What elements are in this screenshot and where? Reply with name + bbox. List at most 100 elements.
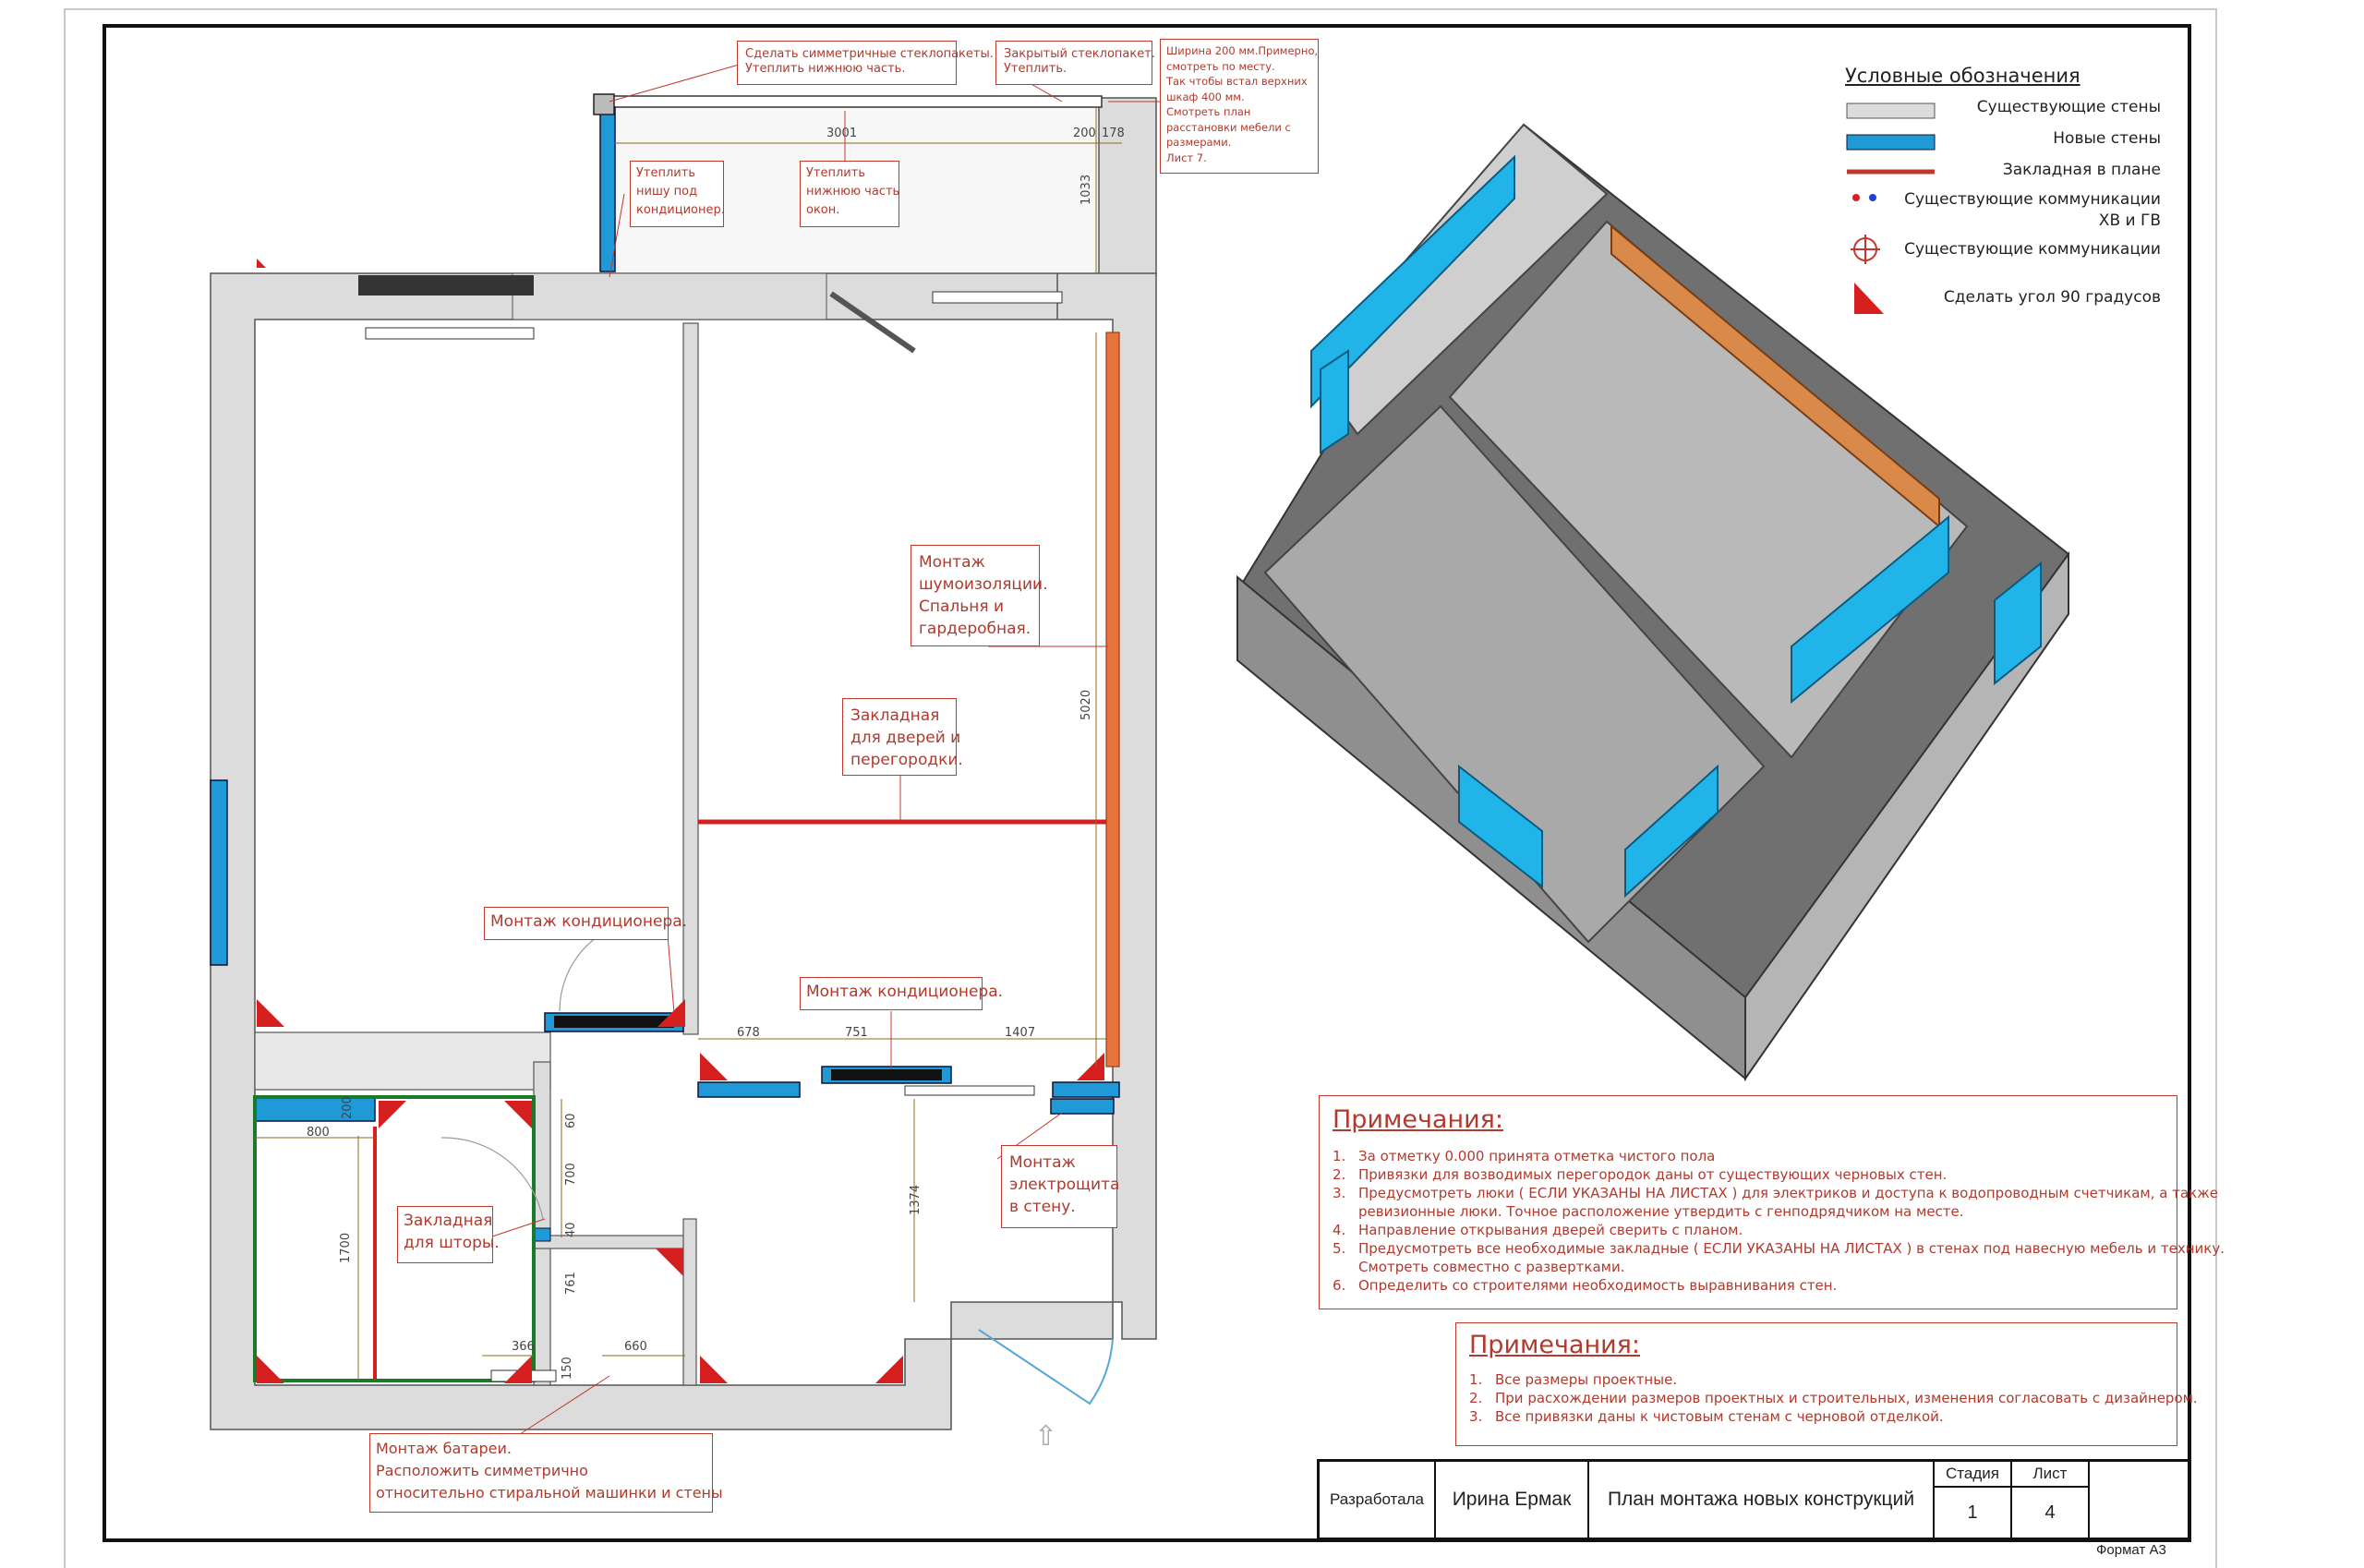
- note-text: Смотреть совместно с развертками.: [1358, 1259, 1625, 1275]
- iso-outer-right: [1744, 550, 2069, 1082]
- radiator-top-right: [932, 291, 1063, 304]
- note-curtain: Закладная для шторы.: [397, 1206, 500, 1263]
- note-line: в стену.: [1009, 1198, 1076, 1216]
- note-line: кондиционер.: [636, 203, 725, 217]
- note-item: 2.При расхождении размеров проектных и с…: [1469, 1389, 2198, 1407]
- title-block: Разработала Ирина Ермак План монтажа нов…: [1317, 1459, 2190, 1540]
- new-wall-bedroom-right: [1052, 1081, 1120, 1098]
- tb-sheet-label: Лист: [2010, 1462, 2088, 1488]
- legend-existing-wall-swatch: [1846, 103, 1936, 119]
- note-line: нишу под: [636, 185, 698, 199]
- note-line: для дверей и: [850, 729, 961, 747]
- ac-unit-right: [831, 1069, 942, 1080]
- dimension-lines: [255, 106, 1122, 1381]
- note-line: Закрытый стеклопакет.: [1004, 47, 1155, 61]
- tb-sheet: 4: [2010, 1488, 2088, 1538]
- legend-hot-water-icon: [1869, 194, 1876, 201]
- dim-60: 60: [564, 1113, 578, 1128]
- note-line: размерами.: [1166, 136, 1232, 149]
- dim-5020: 5020: [1079, 690, 1093, 720]
- note-line: Утеплить: [806, 166, 865, 180]
- note-width-200: Ширина 200 мм.Примерно, смотреть по мест…: [1160, 39, 1319, 174]
- dimension-labels: 3001 200 178 1033 5020 678 751 1407 200 …: [307, 127, 1125, 1380]
- tb-stage: 1: [1933, 1488, 2010, 1538]
- legend-title: Условные обозначения: [1845, 65, 2081, 87]
- note-item: 6.Определить со строителями необходимост…: [1333, 1276, 2164, 1295]
- notes-dimensions: Примечания: 1.Все размеры проектные. 2.П…: [1455, 1322, 2198, 1446]
- note-embed-doors: Закладная для дверей и перегородки.: [842, 698, 963, 776]
- entry-arrow-icon: ⇧: [1034, 1421, 1057, 1452]
- legend-symbols: [1846, 103, 1936, 314]
- note-insulate-niche: Утеплить нишу под кондиционер.: [630, 161, 725, 227]
- angle-markers: [257, 259, 1104, 1383]
- legend-angle-icon: [1854, 283, 1884, 314]
- note-text: ревизионные люки. Точное расположение ут…: [1358, 1203, 1964, 1220]
- dim-751: 751: [845, 1026, 868, 1040]
- legend-embed-plan: Закладная в плане: [2002, 161, 2161, 179]
- dim-200a: 200: [1073, 127, 1096, 140]
- note-number: 2.: [1469, 1390, 1483, 1406]
- iso-room-left: [1263, 404, 1766, 944]
- iso-blue-wall-6: [1320, 349, 1349, 454]
- drawing-frame: [103, 24, 2191, 1542]
- note-text: Предусмотреть все необходимые закладные …: [1358, 1240, 2225, 1257]
- dim-761: 761: [564, 1272, 578, 1295]
- radiator-top-left: [358, 275, 535, 340]
- note-line: электрощита: [1009, 1176, 1120, 1194]
- partition-vertical: [682, 322, 699, 1035]
- soundproof-strip: [1105, 332, 1120, 1067]
- door-swing-bath: [440, 1137, 544, 1220]
- new-wall-panel: [1050, 1098, 1115, 1115]
- dim-1407: 1407: [1005, 1026, 1035, 1040]
- note-line: Так чтобы встал верхних: [1166, 75, 1308, 88]
- legend-cold-water-icon: [1852, 194, 1860, 201]
- note-line: Ширина 200 мм.Примерно,: [1166, 44, 1319, 57]
- sheet-border: [64, 8, 2217, 1568]
- note-line: Закладная: [404, 1212, 493, 1230]
- legend-new-wall-swatch: [1846, 134, 1936, 151]
- door-swing-entry: [978, 1329, 1114, 1405]
- iso-blue-wall-5: [1994, 561, 2042, 686]
- note-line: Спальня и: [919, 597, 1005, 616]
- note-line: относительно стиральной машинки и стены: [376, 1484, 723, 1502]
- note-number: 1.: [1333, 1148, 1346, 1164]
- tb-developed-label: Разработала: [1330, 1490, 1424, 1508]
- note-line: перегородки.: [850, 751, 963, 769]
- note-line: гардеробная.: [919, 620, 1031, 638]
- new-wall-corridor: [533, 1227, 551, 1242]
- note-line: Монтаж кондиционера.: [806, 983, 1004, 1001]
- partition-bath-right: [533, 1061, 551, 1386]
- note-number: 5.: [1333, 1240, 1346, 1257]
- note-number: 4.: [1333, 1222, 1346, 1238]
- iso-blue-wall-1: [1310, 154, 1515, 409]
- note-text: Все размеры проектные.: [1495, 1371, 1678, 1388]
- notes-dimensions-title: Примечания:: [1469, 1331, 1641, 1359]
- iso-blue-wall-3: [1624, 764, 1719, 899]
- notes-dimensions-list: 1.Все размеры проектные. 2.При расхожден…: [1469, 1370, 2198, 1426]
- note-line: смотреть по месту.: [1166, 59, 1275, 73]
- floor-plan: 3001 200 178 1033 5020 678 751 1407 200 …: [210, 64, 1162, 1452]
- partition-bath-top: [254, 1031, 551, 1091]
- iso-blue-wall-2: [1791, 514, 1949, 705]
- dim-40: 40: [564, 1222, 578, 1237]
- note-line: Сделать симметричные стеклопакеты.: [745, 47, 994, 61]
- note-line: Монтаж кондиционера.: [490, 912, 688, 931]
- note-ac-left: Монтаж кондиционера.: [484, 907, 688, 940]
- note-number: 3.: [1469, 1408, 1483, 1425]
- note-line: Утеплить нижнюю часть.: [745, 62, 906, 77]
- legend-utilities-1: Существующие коммуникации: [1904, 190, 2161, 209]
- note-line: Монтаж батареи.: [376, 1440, 512, 1457]
- legend-existing-walls: Существующие стены: [1976, 98, 2161, 116]
- note-line: Монтаж: [919, 553, 985, 572]
- dim-660: 660: [624, 1340, 647, 1354]
- partition-hall: [682, 1218, 697, 1386]
- note-insulate-sill: Утеплить нижнюю часть окон.: [800, 161, 899, 227]
- sheet-format: Формат А3: [2096, 1542, 2166, 1558]
- dim-200b: 200: [341, 1096, 355, 1119]
- note-closed-glazing: Закрытый стеклопакет. Утеплить.: [995, 41, 1155, 85]
- note-line: шкаф 400 мм.: [1166, 90, 1245, 103]
- note-text: Привязки для возводимых перегородок даны…: [1358, 1166, 1948, 1183]
- bedroom-door-gap: [904, 1085, 1035, 1096]
- note-symmetric-windows: Сделать симметричные стеклопакеты. Утепл…: [737, 41, 994, 85]
